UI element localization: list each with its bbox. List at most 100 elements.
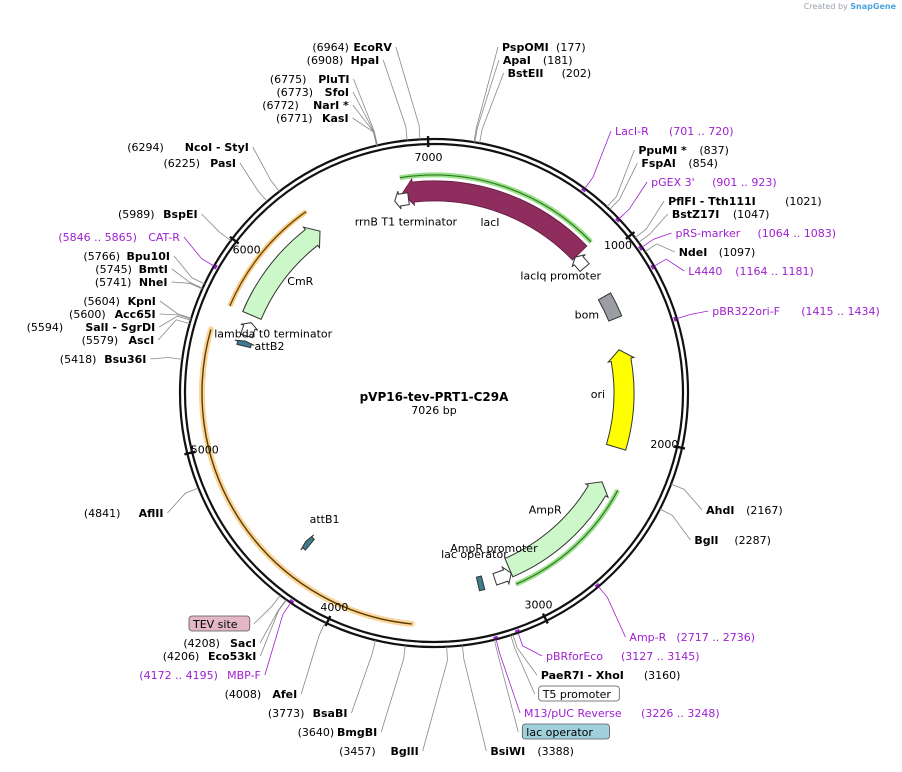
site-label-laci-r[interactable]: LacI-R(701 .. 720)	[615, 125, 734, 138]
site-label-tev-site[interactable]: TEV site	[188, 615, 251, 632]
site-label-bmti[interactable]: BmtI(5745)	[95, 263, 168, 276]
label-name-24: BsaBI	[313, 707, 348, 720]
site-label-l4440[interactable]: L4440(1164 .. 1181)	[688, 265, 814, 278]
site-label-ecorv[interactable]: EcoRV(6964)	[312, 41, 392, 54]
feature-box-18	[538, 685, 620, 702]
site-label-hpai[interactable]: HpaI(6908)	[307, 54, 380, 67]
tick-label-4000: 4000	[320, 601, 348, 614]
site-label-sfoi[interactable]: SfoI(6773)	[276, 86, 349, 99]
site-label-m13-puc-reverse[interactable]: M13/pUC Reverse(3226 .. 3248)	[524, 707, 720, 720]
primer-mark-15	[594, 582, 600, 588]
site-label-fspai[interactable]: FspAI(854)	[641, 157, 718, 170]
label-coord-27: (4206)	[163, 650, 200, 663]
leader-3	[584, 130, 612, 189]
feature-attb1[interactable]	[300, 534, 315, 551]
leader-37	[171, 268, 203, 289]
site-label-pbrforeco[interactable]: pBRforEco(3127 .. 3145)	[546, 650, 700, 663]
site-label-bstz17i[interactable]: BstZ17I(1047)	[672, 208, 770, 221]
feature-bom[interactable]	[597, 292, 623, 322]
site-label-paer7i-xhoi[interactable]: PaeR7I - XhoI(3160)	[541, 669, 681, 682]
primer-mark-6	[615, 217, 620, 223]
site-label-ndei[interactable]: NdeI(1097)	[679, 246, 756, 259]
leader-32	[157, 319, 190, 341]
feature-cmr[interactable]	[242, 226, 321, 320]
site-label-saci[interactable]: SacI(4208)	[183, 637, 256, 650]
site-label-kasi[interactable]: KasI(6771)	[276, 112, 349, 125]
label-coord-13: (2167)	[746, 504, 783, 517]
site-label-bpu10i[interactable]: Bpu10I(5766)	[83, 250, 170, 263]
feature-label-lambda-t0-terminator: lambda t0 terminator	[214, 328, 332, 341]
site-label-aflii[interactable]: AflII (4841)	[84, 507, 164, 520]
site-label-bsu36i[interactable]: Bsu36I(5418)	[60, 353, 147, 366]
leader-43	[352, 117, 377, 146]
site-label-bsteii[interactable]: BstEII(202)	[508, 67, 592, 80]
feature-label-ori: ori	[591, 388, 605, 401]
feature-ori[interactable]	[605, 349, 636, 451]
site-label-pgex-3-[interactable]: pGEX 3'(901 .. 923)	[651, 176, 777, 189]
site-label-acc65i[interactable]: Acc65I(5600)	[69, 308, 156, 321]
site-label-pasi[interactable]: PasI(6225)	[163, 157, 236, 170]
site-label-pflfi-tth111i[interactable]: PflFI - Tth111I(1021)	[668, 195, 822, 208]
label-name-12: pBR322ori-F	[712, 305, 780, 318]
feature-rrnb-t1-terminator[interactable]	[394, 191, 410, 210]
feature-laci[interactable]	[401, 177, 588, 261]
label-coord-30: (4841)	[84, 507, 121, 520]
site-label-mbp-f[interactable]: MBP-F(4172 .. 4195)	[139, 669, 261, 682]
site-label-bsiwi[interactable]: BsiWI(3388)	[490, 745, 574, 758]
label-coord-38: (5766)	[83, 250, 120, 263]
site-label-sali-sgrdi[interactable]: SalI - SgrDI(5594)	[27, 321, 156, 334]
site-label-kpni[interactable]: KpnI(5604)	[83, 295, 156, 308]
feature-ampr[interactable]	[504, 481, 610, 578]
feature-ampr-promoter[interactable]	[492, 565, 512, 586]
leader-35	[159, 300, 192, 319]
site-label-lac-operator[interactable]: lac operator	[521, 723, 610, 740]
tick-label-5000: 5000	[191, 443, 219, 456]
leader-11	[653, 258, 685, 272]
label-name-2: BstEII	[508, 67, 544, 80]
leader-36	[171, 281, 203, 290]
site-label-pluti[interactable]: PluTI(6775)	[270, 73, 350, 86]
feature-lambda-t0-terminator[interactable]	[240, 322, 259, 339]
label-name-30: AflII	[139, 507, 164, 520]
leader-20	[493, 639, 519, 733]
plasmid-name: pVP16-tev-PRT1-C29A	[360, 390, 510, 404]
tick-1000	[625, 231, 636, 240]
site-label-ppumi-[interactable]: PpuMI *(837)	[638, 144, 729, 157]
site-label-cat-r[interactable]: CAT-R(5846 .. 5865)	[58, 231, 180, 244]
site-label-pbr322ori-f[interactable]: pBR322ori-F(1415 .. 1434)	[712, 305, 880, 318]
site-label-eco53ki[interactable]: Eco53kI(4206)	[163, 650, 257, 663]
site-label-bspei[interactable]: BspEI(5989)	[118, 208, 198, 221]
insert-arc	[199, 326, 415, 627]
site-label-amp-r[interactable]: Amp-R(2717 .. 2736)	[629, 631, 755, 644]
site-label-ahdi[interactable]: AhdI(2167)	[706, 504, 783, 517]
site-label-nhei[interactable]: NheI (5741)	[95, 276, 168, 289]
label-name-44: NarI *	[313, 99, 349, 112]
site-label-bgli[interactable]: BglI(2287)	[694, 534, 771, 547]
site-label-prs-marker[interactable]: pRS-marker(1064 .. 1083)	[675, 227, 836, 240]
label-name-36: NheI	[139, 276, 168, 289]
site-label-afei[interactable]: AfeI(4008)	[225, 688, 298, 701]
label-coord-6: (901 .. 923)	[712, 176, 777, 189]
feature-label-lac-operator: lac operator	[441, 548, 508, 561]
site-label-ncoi-styi[interactable]: NcoI - StyI(6294)	[127, 141, 249, 154]
label-coord-39: (5846 .. 5865)	[58, 231, 137, 244]
feature-lac-operator[interactable]	[475, 575, 486, 592]
label-name-5: FspAI	[641, 157, 676, 170]
site-label-bmgbi[interactable]: BmgBI(3640)	[298, 726, 378, 739]
label-coord-8: (1047)	[733, 208, 770, 221]
credit-prefix: Created by	[803, 2, 848, 11]
feature-attb2[interactable]	[234, 339, 255, 349]
label-name-31: Bsu36I	[104, 353, 146, 366]
label-coord-24: (3773)	[268, 707, 305, 720]
leader-7	[634, 200, 665, 239]
site-label-nari-[interactable]: NarI *(6772)	[262, 99, 349, 112]
label-coord-41: (6225)	[163, 157, 200, 170]
site-label-bsabi[interactable]: BsaBI (3773)	[268, 707, 348, 720]
site-label-asci[interactable]: AscI(5579)	[82, 334, 155, 347]
site-label-t5-promoter[interactable]: T5 promoter	[538, 685, 620, 702]
feature-laciq-promoter[interactable]	[571, 254, 590, 273]
label-coord-36: (5741)	[95, 276, 132, 289]
site-label-apai[interactable]: ApaI(181)	[503, 54, 573, 67]
site-label-bglii[interactable]: BglII(3457)	[339, 745, 419, 758]
site-label-pspomi[interactable]: PspOMI(177)	[502, 41, 586, 54]
